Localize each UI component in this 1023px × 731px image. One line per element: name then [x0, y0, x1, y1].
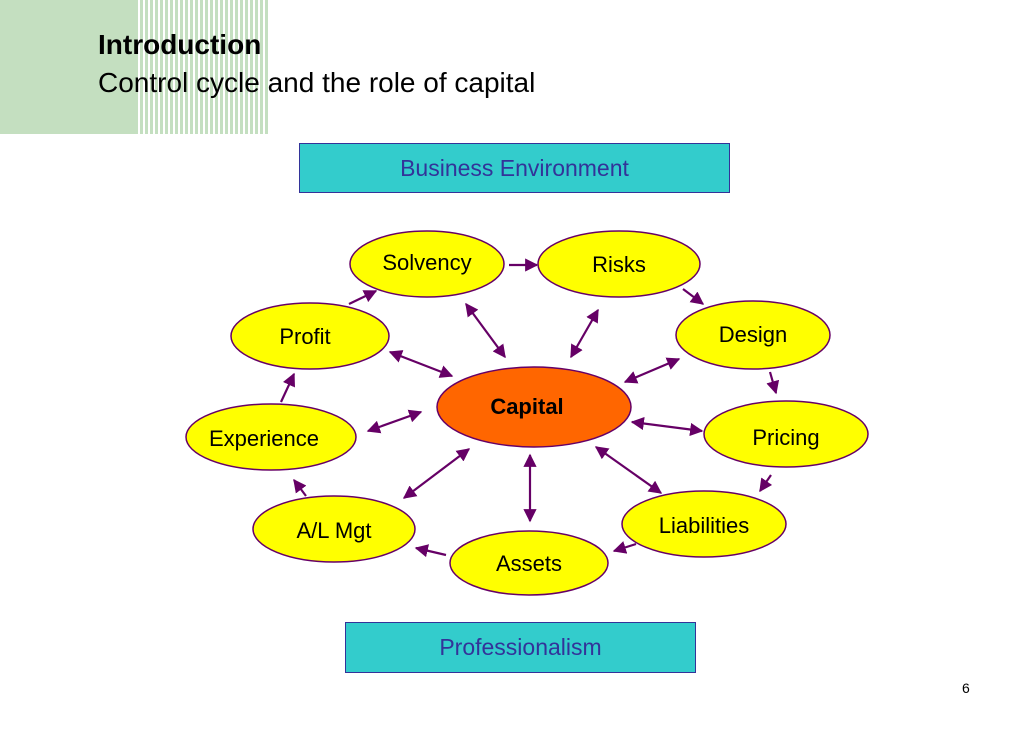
arrow-risks-design: [682, 288, 705, 305]
spoke-liabilities: [594, 446, 663, 494]
node-design-shape: [675, 300, 831, 370]
node-solvency-label: Solvency: [382, 250, 471, 275]
page-number: 6: [962, 680, 970, 696]
node-profit-label: Profit: [279, 324, 330, 349]
node-profit: Profit: [230, 302, 390, 370]
node-pricing-shape: [703, 400, 869, 468]
node-risks: Risks: [537, 230, 701, 298]
node-risks-shape: [537, 230, 701, 298]
spoke-experience: [366, 409, 423, 434]
node-solvency-shape: [349, 230, 505, 298]
node-assets: Assets: [449, 530, 609, 596]
business-environment-box: Business Environment: [299, 143, 730, 193]
arrow-profit-solvency: [348, 290, 378, 305]
node-design-label: Design: [719, 322, 787, 347]
node-liabilities-label: Liabilities: [659, 513, 750, 538]
node-design: Design: [675, 300, 831, 370]
node-solvency: Solvency: [349, 230, 505, 298]
cycle-arrows: [280, 258, 780, 558]
node-capital-shape: [436, 366, 632, 448]
arrow-liabilities-assets: [612, 541, 637, 554]
arrow-almgt-experience: [293, 478, 307, 497]
arrow-assets-almgt: [414, 544, 447, 558]
node-assets-shape: [449, 530, 609, 596]
node-experience-shape: [185, 403, 357, 471]
spoke-design: [623, 357, 681, 384]
spoke-solvency: [465, 302, 506, 359]
node-risks-label: Risks: [592, 252, 646, 277]
node-pricing: Pricing: [703, 400, 869, 468]
node-liabilities-shape: [621, 490, 787, 558]
node-capital-label: Capital: [490, 394, 563, 419]
node-experience: Experience: [185, 403, 357, 471]
arrow-pricing-liabilities: [759, 474, 773, 493]
node-capital: Capital: [436, 366, 632, 448]
node-pricing-label: Pricing: [752, 425, 819, 450]
spoke-pricing: [630, 416, 704, 437]
spoke-almgt: [402, 448, 471, 499]
arrow-experience-profit: [280, 372, 295, 403]
corner-stripes: [135, 0, 270, 134]
node-al-mgt-label: A/L Mgt: [297, 518, 372, 543]
slide-title: Introduction: [98, 29, 262, 60]
node-liabilities: Liabilities: [621, 490, 787, 558]
node-experience-label: Experience: [209, 426, 319, 451]
corner-decoration: [0, 0, 135, 134]
node-assets-label: Assets: [496, 551, 562, 576]
arrow-design-pricing: [766, 371, 780, 395]
node-al-mgt-shape: [252, 495, 416, 563]
spoke-risks: [570, 308, 599, 359]
professionalism-box: Professionalism: [345, 622, 696, 673]
node-profit-shape: [230, 302, 390, 370]
spoke-profit: [388, 350, 454, 378]
slide-subtitle: Control cycle and the role of capital: [98, 67, 536, 98]
node-al-mgt: A/L Mgt: [252, 495, 416, 563]
